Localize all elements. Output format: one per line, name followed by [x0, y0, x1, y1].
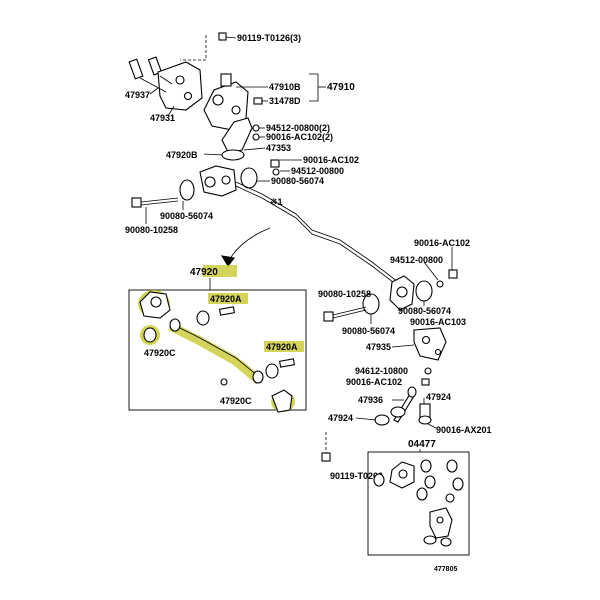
label-90016-ac102-c: 90016-AC102 [346, 377, 402, 387]
label-47935: 47935 [366, 342, 391, 352]
label-90016-ac102-a: 90016-AC102 [303, 155, 359, 165]
washer-94612 [424, 367, 432, 375]
label-47920a-1: 47920A [210, 294, 242, 304]
label-90016-ac102-2: 90016-AC102(2) [266, 132, 333, 142]
label-31478d: 31478D [269, 96, 301, 106]
label-90080-10258-a: 90080-10258 [125, 225, 178, 235]
inset-box-04477 [367, 451, 470, 556]
label-47931: 47931 [150, 113, 175, 123]
bolt-top [180, 32, 237, 61]
label-90080-56074-a: 90080-56074 [271, 176, 324, 186]
label-90080-10258-b: 90080-10258 [318, 289, 371, 299]
note-mark: ※1 [270, 197, 283, 207]
figure-id: 477805 [434, 566, 457, 573]
label-90119-t0126: 90119-T0126(3) [237, 33, 301, 43]
label-47910b: 47910B [269, 82, 301, 92]
label-47937: 47937 [125, 90, 150, 100]
pointer-arrow [227, 227, 271, 263]
highlight-47920 [203, 265, 237, 277]
highlight-47920a-2 [264, 341, 304, 352]
bolt-90119-t0200 [321, 432, 331, 462]
valve-47910 [203, 73, 263, 131]
kit-04477-parts [373, 459, 464, 547]
inset-pipe [168, 310, 279, 386]
bracket-47931 [128, 56, 203, 111]
label-90080-56074-c: 90080-56074 [342, 326, 395, 336]
label-90119-t0200: 90119-T0200 [330, 471, 383, 481]
brake-pipe-47920 [235, 181, 399, 283]
label-47924-a: 47924 [426, 392, 451, 402]
label-90016-ac103: 90016-AC103 [410, 317, 466, 327]
label-94612-10800: 94612-10800 [355, 366, 408, 376]
inset-nut-left [140, 325, 160, 345]
label-47920b: 47920B [166, 150, 198, 160]
label-90016-ac102-b: 90016-AC102 [414, 238, 470, 248]
highlight-47920a-1 [208, 293, 248, 304]
label-90080-56074-b: 90080-56074 [160, 211, 213, 221]
label-94512-00800-a: 94512-00800 [291, 166, 344, 176]
label-47920c-1: 47920C [144, 348, 176, 358]
bolt-90080-10258-lower [323, 306, 367, 322]
seal-47353 [221, 149, 245, 161]
label-94512-00800-b: 94512-00800 [390, 255, 443, 265]
union-body-lower [362, 269, 458, 315]
inset-nut-right [271, 389, 295, 413]
label-47920c-2: 47920C [220, 396, 252, 406]
label-47924-b: 47924 [328, 413, 353, 423]
label-47920a-2: 47920A [266, 342, 298, 352]
rod-47936 [374, 386, 432, 426]
label-47353: 47353 [266, 143, 291, 153]
label-90080-56074-d: 90080-56074 [398, 306, 451, 316]
label-47920-main: 47920 [190, 267, 218, 278]
union-body-upper [179, 159, 280, 201]
label-94512-00800-2: 94512-00800(2) [266, 123, 330, 133]
label-04477: 04477 [408, 439, 436, 450]
label-47936: 47936 [358, 395, 383, 405]
inset-box-47920 [128, 289, 307, 411]
bracket-47935 [413, 327, 447, 361]
label-47910: 47910 [327, 82, 355, 93]
label-90016-ax201: 90016-AX201 [436, 425, 492, 435]
inset-union-left [138, 290, 171, 319]
bolt-90080-10258-upper [131, 197, 179, 208]
nut-90016-ac102 [421, 378, 430, 386]
